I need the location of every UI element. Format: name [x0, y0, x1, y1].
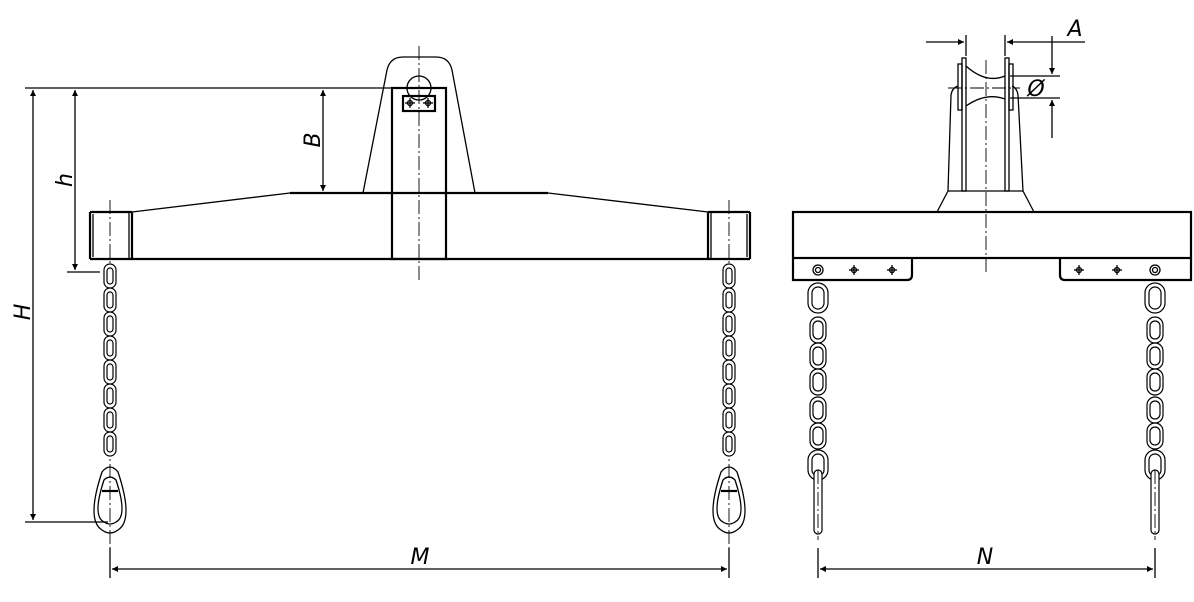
left-chain-side: [807, 264, 829, 540]
side-view: A Ø N: [791, 17, 1193, 578]
dim-label-H: H: [11, 304, 36, 321]
dim-label-M: M: [411, 545, 430, 570]
front-view: H h B M: [11, 46, 752, 578]
beam-front: [88, 191, 752, 261]
right-chain-side: [1144, 264, 1166, 540]
dim-label-B: B: [301, 132, 326, 147]
dim-label-h: h: [53, 173, 78, 187]
dimension-lines-front: [25, 87, 730, 578]
beam-side: [791, 210, 1193, 282]
lifting-lug-side: [936, 57, 1035, 275]
dim-label-A: A: [1065, 17, 1082, 42]
left-chain-front: [93, 200, 127, 560]
lifting-lug-front: [362, 46, 476, 280]
dim-label-diameter: Ø: [1026, 77, 1045, 102]
right-chain-front: [712, 200, 746, 560]
dimension-lines-side: [817, 35, 1156, 578]
dim-label-N: N: [977, 545, 993, 570]
